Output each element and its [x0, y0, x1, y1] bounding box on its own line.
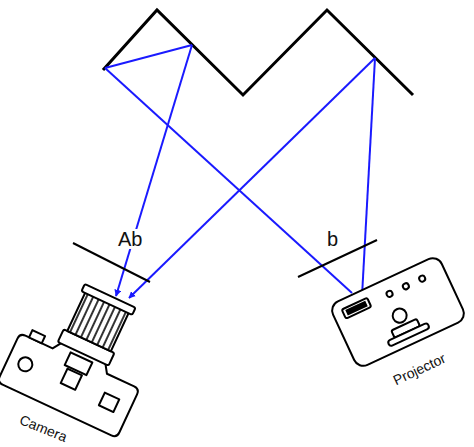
camera-icon [0, 268, 170, 438]
aperture-label: Ab [117, 229, 143, 249]
device-label: Projector [390, 350, 449, 387]
ray [105, 45, 192, 68]
device-label: Camera [17, 412, 70, 444]
ray [362, 58, 375, 296]
projector-icon [329, 255, 467, 369]
ray [116, 45, 192, 296]
surface-zigzag [103, 10, 413, 95]
ray [129, 58, 375, 298]
ray [105, 68, 352, 293]
aperture-label: b [326, 229, 339, 249]
